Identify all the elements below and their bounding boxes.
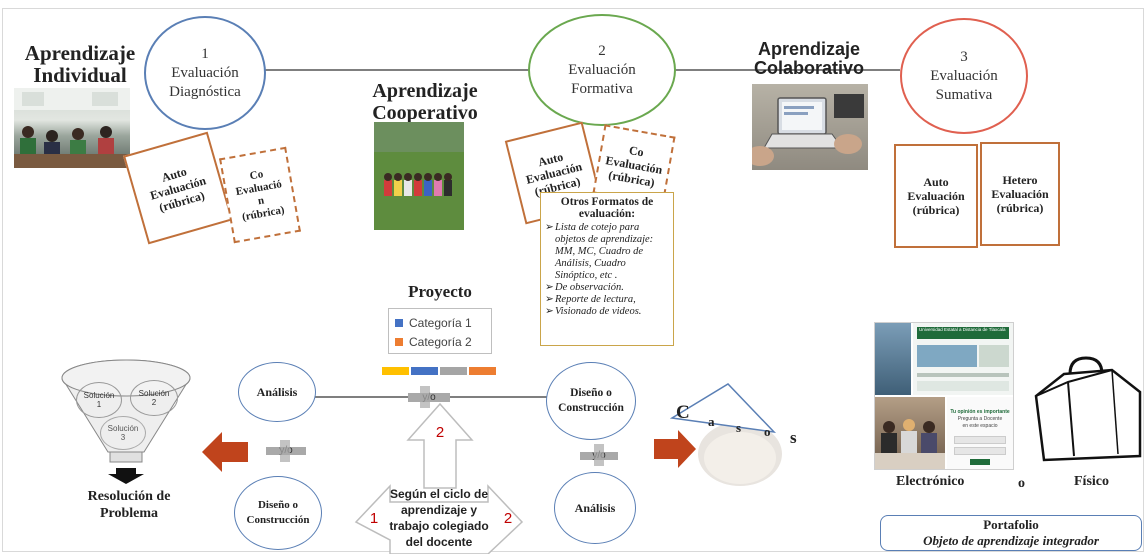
right-arrow-icon bbox=[654, 430, 696, 468]
label-o: o bbox=[1018, 476, 1025, 491]
collage-website-nav bbox=[917, 373, 1009, 377]
yo-connector-top-vertical bbox=[420, 386, 430, 408]
list-item: ➢Visionado de videos. bbox=[545, 306, 642, 317]
oval-analisis-right: Análisis bbox=[554, 472, 636, 544]
arrow-number-top: 2 bbox=[435, 424, 445, 441]
double-arrow-icon bbox=[354, 484, 524, 554]
proyecto-bar-segment bbox=[411, 367, 438, 375]
otros-formatos-list: ➢Lista de cotejo para objetos de aprendi… bbox=[545, 222, 669, 318]
collage-website-footer bbox=[917, 381, 1009, 391]
left-arrow-icon bbox=[202, 432, 248, 472]
label-fisico: Físico bbox=[1074, 474, 1109, 489]
legend-item-2: Categoría 2 bbox=[395, 332, 485, 351]
collage-website-header: Universidad Estatal a Distancia de Tlaxc… bbox=[917, 327, 1009, 339]
legend-swatch bbox=[395, 318, 403, 327]
collage-survey-panel: Tu opinión es importante Pregunta a Doce… bbox=[947, 397, 1013, 469]
group-figures bbox=[374, 122, 464, 230]
bullet-arrow-icon: ➢ bbox=[545, 222, 554, 233]
legend-item-1: Categoría 1 bbox=[395, 313, 485, 332]
electronic-portfolio-collage: Universidad Estatal a Distancia de Tlaxc… bbox=[874, 322, 1014, 470]
collage-photo-building bbox=[875, 323, 911, 395]
meeting-figures bbox=[875, 419, 945, 469]
collage-website-panel: Universidad Estatal a Distancia de Tlaxc… bbox=[913, 323, 1013, 395]
legend-swatch bbox=[395, 337, 403, 346]
casos-letter-c: C bbox=[676, 402, 690, 423]
survey-input bbox=[954, 447, 1006, 455]
casos-letter-o: o bbox=[764, 424, 771, 439]
proyecto-bar-segment bbox=[382, 367, 409, 375]
list-item: ➢Reporte de lectura, bbox=[545, 294, 636, 305]
proyecto-legend: Categoría 1 Categoría 2 bbox=[388, 308, 492, 354]
proyecto-color-bar bbox=[382, 367, 496, 375]
bullet-arrow-icon: ➢ bbox=[545, 294, 554, 305]
survey-submit bbox=[970, 459, 990, 465]
down-arrow-icon bbox=[108, 468, 144, 484]
laptop-collaboration-photo bbox=[746, 84, 868, 170]
casos-shape bbox=[670, 383, 782, 486]
casos-letter-a: a bbox=[708, 414, 715, 429]
bullet-arrow-icon: ➢ bbox=[545, 306, 554, 317]
proyecto-title: Proyecto bbox=[408, 282, 472, 301]
up-arrow-icon bbox=[406, 402, 474, 489]
yo-connector-right-vertical bbox=[594, 444, 604, 466]
yo-connector-left-vertical bbox=[280, 440, 290, 462]
list-item: ➢De observación. bbox=[545, 282, 624, 293]
casos-letter-s1: s bbox=[736, 420, 742, 435]
laptop-figure bbox=[746, 94, 864, 166]
classroom-figures bbox=[14, 88, 130, 168]
casos-letter-s2: s bbox=[790, 428, 797, 447]
briefcase-icon bbox=[1034, 356, 1142, 462]
arrow-number-right: 2 bbox=[503, 510, 513, 527]
proyecto-bar-segment bbox=[469, 367, 496, 375]
survey-input bbox=[954, 436, 1006, 444]
bullet-arrow-icon: ➢ bbox=[545, 282, 554, 293]
cycle-arrows bbox=[354, 402, 524, 554]
arrow-number-left: 1 bbox=[369, 510, 379, 527]
cooperative-group-photo bbox=[374, 122, 464, 230]
list-item: ➢Lista de cotejo para objetos de aprendi… bbox=[545, 222, 654, 281]
collage-website-banner bbox=[917, 345, 977, 367]
oval-analisis-left: Análisis bbox=[238, 362, 316, 422]
diagram-frame bbox=[2, 8, 1144, 552]
portafolio-box: Portafolio Objeto de aprendizaje integra… bbox=[880, 515, 1142, 551]
proyecto-bar-segment bbox=[440, 367, 467, 375]
label-electronico: Electrónico bbox=[896, 474, 965, 489]
classroom-photo bbox=[14, 88, 130, 168]
collage-website-side bbox=[979, 345, 1009, 367]
collage-photo-meeting bbox=[875, 397, 945, 469]
